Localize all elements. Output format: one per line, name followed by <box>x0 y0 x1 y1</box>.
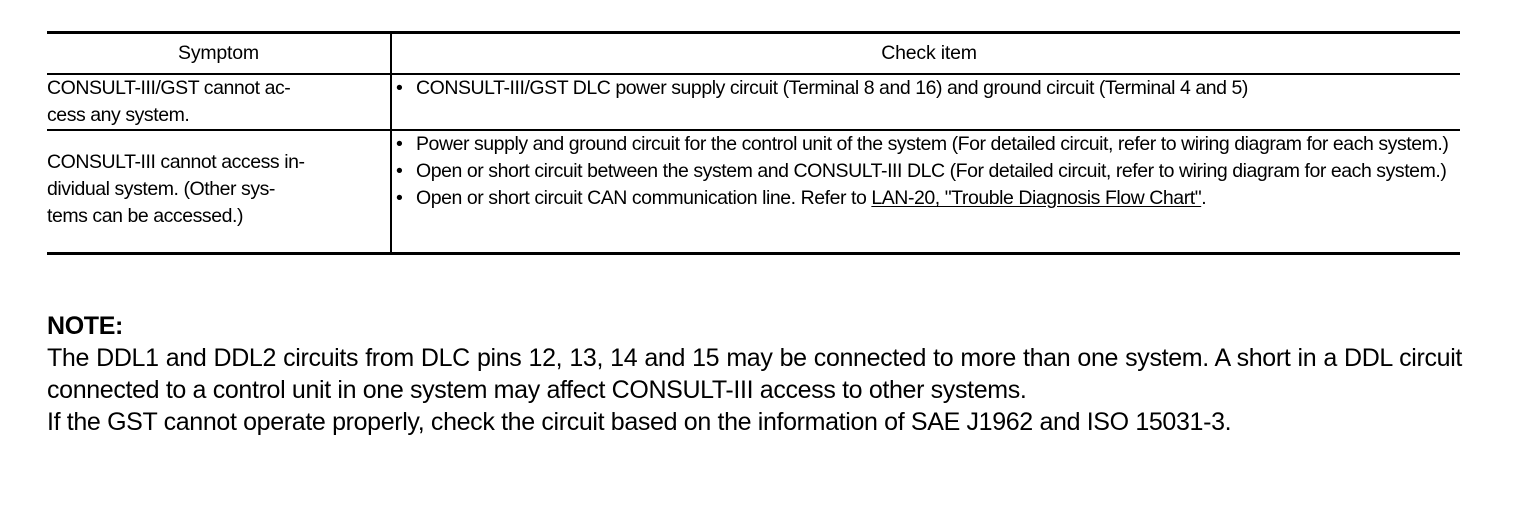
list-item: • Open or short circuit CAN communicatio… <box>392 185 1460 212</box>
symptom-text: CONSULT-III/GST cannot ac- cess any syst… <box>47 77 291 126</box>
header-cell-check-item: Check item <box>391 31 1460 75</box>
note-title: NOTE: <box>47 312 124 340</box>
bullet-icon: • <box>396 160 403 182</box>
check-item-text-after-link: . <box>1201 187 1207 209</box>
symptom-text: CONSULT-III cannot access in- dividual s… <box>47 151 305 227</box>
table-row: CONSULT-III cannot access in- dividual s… <box>47 130 1460 255</box>
diagnosis-table: Symptom Check item CONSULT-III/GST canno… <box>47 31 1460 255</box>
cross-reference-link[interactable]: LAN-20, "Trouble Diagnosis Flow Chart" <box>871 187 1202 209</box>
cell-check-item: • Power supply and ground circuit for th… <box>391 130 1460 255</box>
check-item-text-before-link: Open or short circuit CAN communication … <box>416 187 872 209</box>
note-paragraph: The DDL1 and DDL2 circuits from DLC pins… <box>47 344 1462 404</box>
check-item-list: • CONSULT-III/GST DLC power supply circu… <box>392 75 1460 102</box>
note-paragraph: If the GST cannot operate properly, chec… <box>47 408 1232 436</box>
check-item-text: Open or short circuit between the system… <box>416 160 1447 182</box>
list-item: • Open or short circuit between the syst… <box>392 158 1460 185</box>
check-item-list: • Power supply and ground circuit for th… <box>392 131 1460 212</box>
bullet-icon: • <box>396 133 403 155</box>
cell-check-item: • CONSULT-III/GST DLC power supply circu… <box>391 74 1460 131</box>
list-item: • Power supply and ground circuit for th… <box>392 131 1460 158</box>
table-row: CONSULT-III/GST cannot ac- cess any syst… <box>47 74 1460 131</box>
cell-symptom: CONSULT-III/GST cannot ac- cess any syst… <box>47 74 392 131</box>
table-header-row: Symptom Check item <box>47 31 1460 75</box>
bullet-icon: • <box>396 77 403 99</box>
list-item: • CONSULT-III/GST DLC power supply circu… <box>392 75 1460 102</box>
header-label-symptom: Symptom <box>178 42 259 64</box>
header-cell-symptom: Symptom <box>47 31 392 75</box>
header-label-check-item: Check item <box>881 42 977 64</box>
note-block: NOTE: The DDL1 and DDL2 circuits from DL… <box>47 310 1462 438</box>
check-item-text: CONSULT-III/GST DLC power supply circuit… <box>416 77 1248 99</box>
check-item-text: Power supply and ground circuit for the … <box>416 133 1449 155</box>
bullet-icon: • <box>396 187 403 209</box>
cell-symptom: CONSULT-III cannot access in- dividual s… <box>47 130 392 255</box>
